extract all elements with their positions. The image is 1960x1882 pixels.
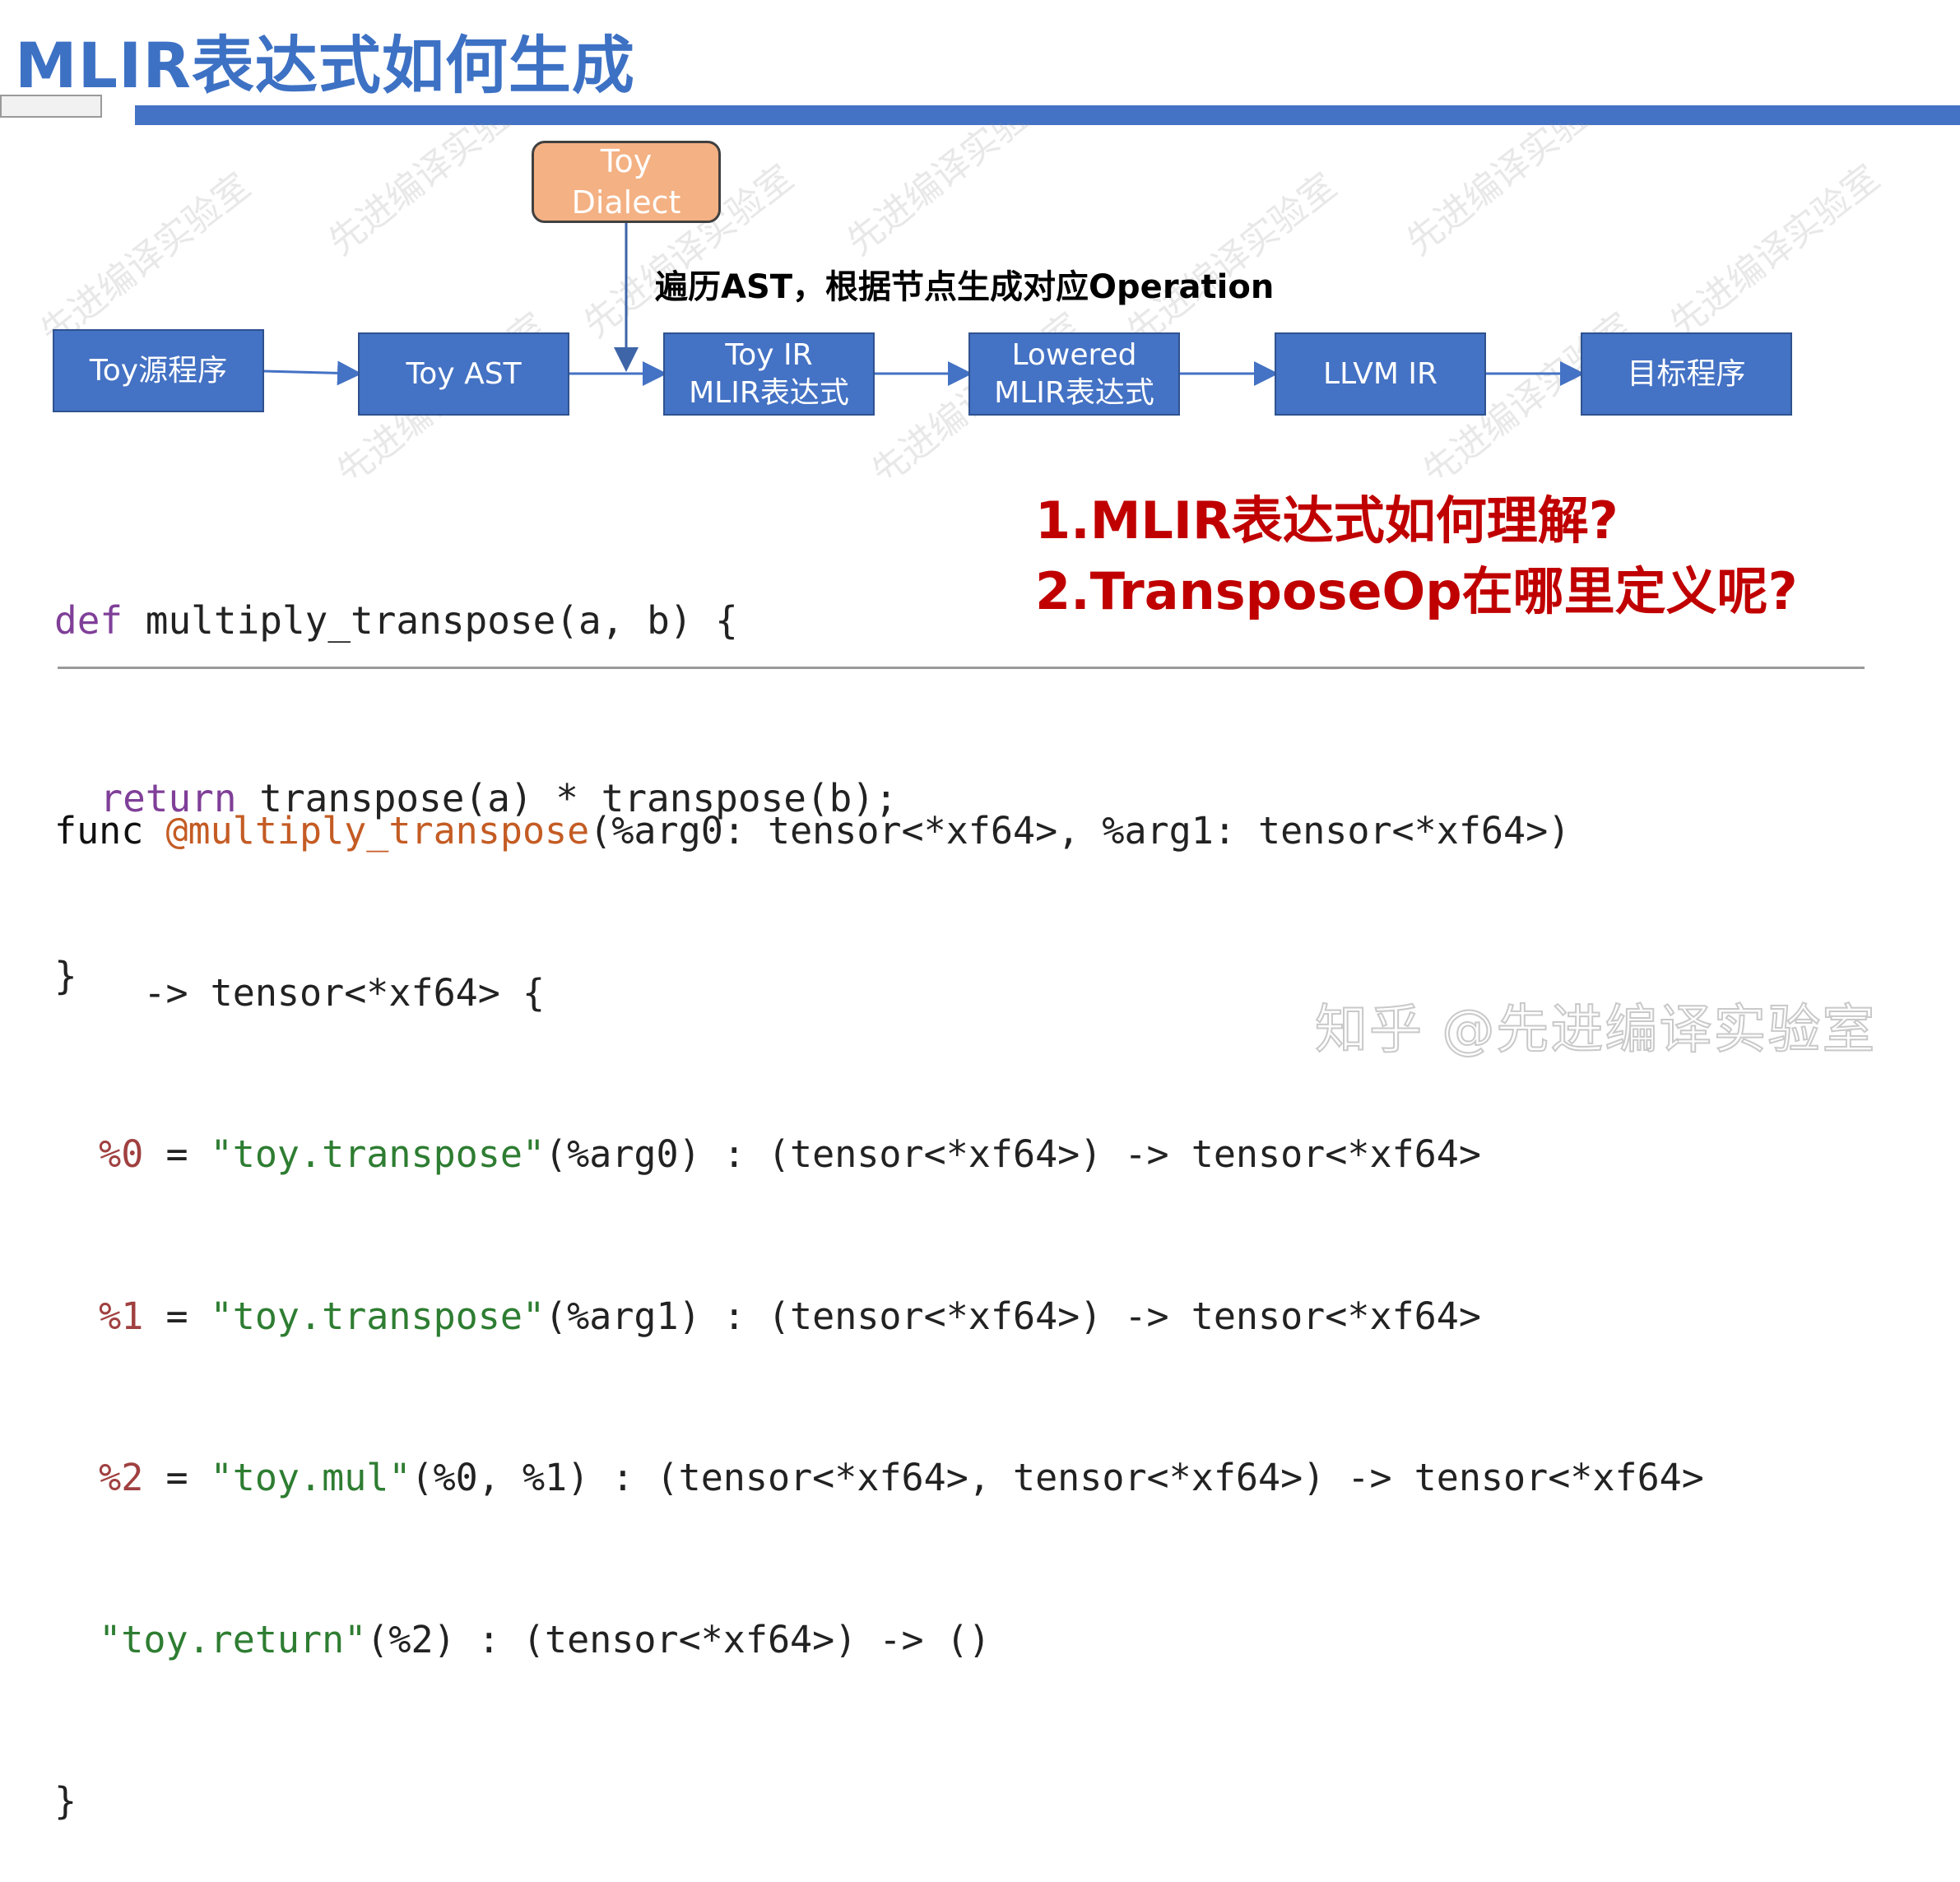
- code-variable: %2: [54, 1456, 144, 1499]
- step-label: 遍历AST，根据节点生成对应Operation: [655, 268, 1275, 306]
- code-keyword: func: [54, 809, 166, 853]
- code-text: (%0, %1) : (tensor<*xf64>, tensor<*xf64>…: [411, 1456, 1704, 1499]
- code-line: -> tensor<*xf64> {: [54, 966, 1704, 1020]
- pipeline-box-label: Toy AST: [406, 356, 522, 391]
- pipeline-box-toy-ir: Toy IR MLIR表达式: [663, 332, 875, 416]
- watermark-text: 先进编译实验室: [1118, 165, 1345, 355]
- page-title: MLIR表达式如何生成: [15, 29, 635, 102]
- pipeline-box-sublabel: MLIR表达式: [994, 375, 1154, 410]
- code-line: }: [54, 1774, 1704, 1829]
- footer-watermark: 知乎 @先进编译实验室: [1314, 999, 1877, 1062]
- watermark-text: 先进编译实验室: [32, 165, 258, 355]
- questions-block: 1.MLIR表达式如何理解? 2.TransposeOp在哪里定义呢?: [1035, 486, 1798, 627]
- pipeline-box-llvm-ir: LLVM IR: [1275, 332, 1486, 416]
- arrow-source-to-ast: [263, 360, 362, 386]
- code-text: -> tensor<*xf64> {: [54, 970, 546, 1015]
- code-line: %2 = "toy.mul"(%0, %1) : (tensor<*xf64>,…: [54, 1451, 1704, 1505]
- pipeline-box-lowered-mlir: Lowered MLIR表达式: [968, 332, 1180, 416]
- code-indent: [54, 1618, 99, 1661]
- watermark-text: 先进编译实验室: [838, 123, 1065, 264]
- pipeline-box-label: Toy IR: [725, 337, 813, 372]
- code-line: "toy.return"(%2) : (tensor<*xf64>) -> (): [54, 1613, 1704, 1667]
- code-function-name: @multiply_transpose: [165, 809, 590, 853]
- code-text: }: [54, 1779, 77, 1823]
- code-string: "toy.transpose": [210, 1132, 546, 1176]
- code-line: %0 = "toy.transpose"(%arg0) : (tensor<*x…: [54, 1127, 1704, 1182]
- pipeline-box-toy-source: Toy源程序: [53, 329, 264, 412]
- code-line: %1 = "toy.transpose"(%arg1) : (tensor<*x…: [54, 1290, 1704, 1344]
- code-variable: %0: [54, 1132, 144, 1176]
- code-text: multiply_transpose(a, b) {: [123, 598, 738, 643]
- code-string: "toy.mul": [210, 1456, 411, 1499]
- code-text: (%arg1) : (tensor<*xf64>) -> tensor<*xf6…: [545, 1294, 1481, 1338]
- code-text: =: [143, 1132, 211, 1176]
- code-line: func @multiply_transpose(%arg0: tensor<*…: [54, 804, 1704, 858]
- watermark-text: 先进编译实验室: [1398, 123, 1624, 264]
- watermark-text: 先进编译实验室: [320, 123, 546, 264]
- question-1: 1.MLIR表达式如何理解?: [1035, 490, 1619, 551]
- mlir-code: func @multiply_transpose(%arg0: tensor<*…: [54, 696, 1704, 1882]
- code-text: (%2) : (tensor<*xf64>) -> (): [366, 1617, 991, 1661]
- code-line: return transpose(a) * transpose(b);: [54, 769, 898, 828]
- pipeline-box-target-program: 目标程序: [1581, 332, 1792, 416]
- title-underline-bar: [135, 105, 1960, 125]
- section-divider: [58, 667, 1865, 669]
- code-text: (%arg0) : (tensor<*xf64>) -> tensor<*xf6…: [545, 1132, 1481, 1176]
- pipeline-box-label: Toy源程序: [89, 353, 228, 388]
- pipeline-box-label: LLVM IR: [1323, 356, 1437, 391]
- code-text: (%arg0: tensor<*xf64>, %arg1: tensor<*xf…: [589, 809, 1571, 853]
- code-keyword: def: [54, 598, 123, 643]
- code-text: }: [54, 954, 77, 998]
- toy-dialect-line2: Dialect: [571, 184, 681, 221]
- pipeline-box-label: 目标程序: [1627, 356, 1746, 391]
- toy-dialect-box: Toy Dialect: [532, 141, 721, 223]
- code-text: =: [143, 1456, 211, 1499]
- code-text: transpose(a) * transpose(b);: [236, 776, 898, 820]
- question-2: 2.TransposeOp在哪里定义呢?: [1035, 561, 1798, 621]
- title-decoration-box: [0, 95, 102, 118]
- code-string: "toy.return": [99, 1617, 367, 1661]
- toy-dialect-line1: Toy: [600, 143, 653, 179]
- pipeline-box-sublabel: MLIR表达式: [689, 375, 849, 410]
- watermark-text: 先进编译实验室: [1661, 156, 1888, 346]
- pipeline-box-toy-ast: Toy AST: [358, 332, 569, 416]
- pipeline-box-label: Lowered: [1011, 337, 1137, 372]
- code-line: }: [54, 946, 898, 1006]
- code-string: "toy.transpose": [210, 1294, 546, 1338]
- code-variable: %1: [54, 1294, 144, 1338]
- toy-source-code: def multiply_transpose(a, b) { return tr…: [54, 472, 898, 1065]
- code-keyword: return: [100, 776, 237, 820]
- code-line: def multiply_transpose(a, b) {: [54, 591, 898, 650]
- code-text: =: [143, 1294, 211, 1338]
